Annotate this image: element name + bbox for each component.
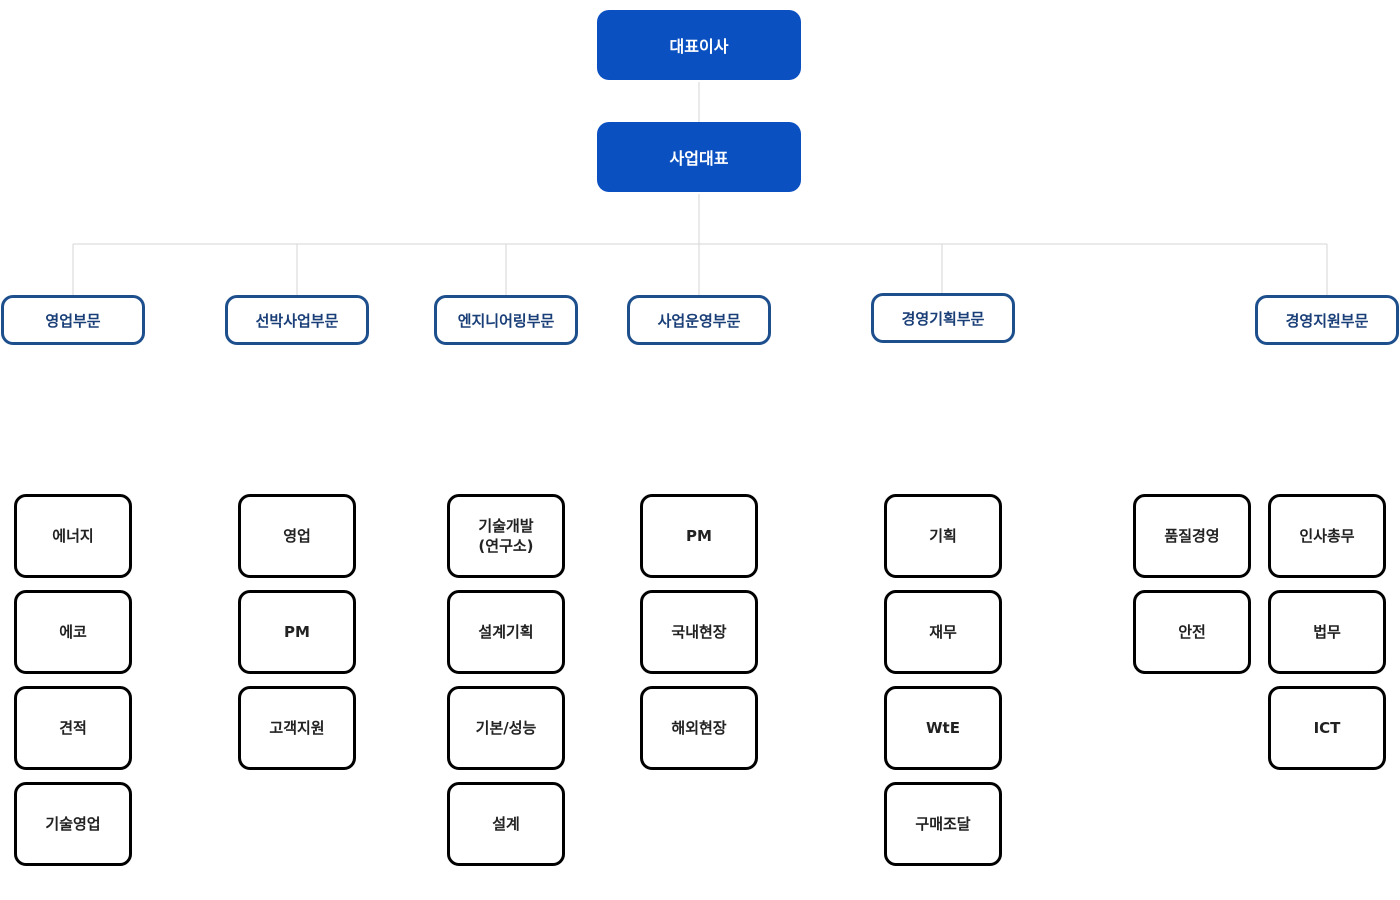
ceo-box: 대표이사	[597, 10, 801, 80]
team-label: 영업	[283, 526, 311, 545]
division-label: 경영지원부문	[1285, 311, 1369, 330]
team-label: 설계기획	[478, 622, 534, 641]
team-box: 기술영업	[14, 782, 132, 866]
team-label: 인사총무	[1299, 526, 1355, 545]
team-label: PM	[284, 622, 310, 641]
team-box: 에너지	[14, 494, 132, 578]
team-label: ICT	[1313, 718, 1341, 737]
team-label: 기술개발 (연구소)	[478, 516, 534, 555]
team-label: 기본/성능	[475, 718, 537, 737]
team-box: 기본/성능	[447, 686, 565, 770]
team-label: 재무	[929, 622, 957, 641]
team-box: 고객지원	[238, 686, 356, 770]
ceo-label: 대표이사	[669, 37, 729, 56]
division-management-support: 경영지원부문	[1255, 295, 1399, 345]
team-box: 영업	[238, 494, 356, 578]
team-box: 에코	[14, 590, 132, 674]
team-box: PM	[238, 590, 356, 674]
division-label: 엔지니어링부문	[457, 311, 555, 330]
team-label: 해외현장	[671, 718, 727, 737]
team-box: 법무	[1268, 590, 1386, 674]
team-label: 기술영업	[45, 814, 101, 833]
team-box: PM	[640, 494, 758, 578]
team-box: 재무	[884, 590, 1002, 674]
team-label: 에코	[59, 622, 87, 641]
division-engineering: 엔지니어링부문	[434, 295, 578, 345]
team-label: 고객지원	[269, 718, 325, 737]
team-label: 설계	[492, 814, 520, 833]
team-box: 국내현장	[640, 590, 758, 674]
team-box: 기획	[884, 494, 1002, 578]
division-label: 영업부문	[45, 311, 101, 330]
team-label: 국내현장	[671, 622, 727, 641]
team-box: 기술개발 (연구소)	[447, 494, 565, 578]
team-box: 설계	[447, 782, 565, 866]
team-label: 법무	[1313, 622, 1341, 641]
team-label: WtE	[926, 718, 960, 737]
team-label: 에너지	[52, 526, 94, 545]
division-label: 경영기획부문	[901, 309, 985, 328]
team-box: 안전	[1133, 590, 1251, 674]
division-ship-business: 선박사업부문	[225, 295, 369, 345]
team-box: 인사총무	[1268, 494, 1386, 578]
team-label: PM	[686, 526, 712, 545]
team-box: ICT	[1268, 686, 1386, 770]
division-business-operations: 사업운영부문	[627, 295, 771, 345]
team-box: 해외현장	[640, 686, 758, 770]
business-rep-box: 사업대표	[597, 122, 801, 192]
team-label: 구매조달	[915, 814, 971, 833]
division-label: 선박사업부문	[255, 311, 339, 330]
division-management-planning: 경영기획부문	[871, 293, 1015, 343]
team-label: 안전	[1178, 622, 1206, 641]
team-box: 구매조달	[884, 782, 1002, 866]
division-sales: 영업부문	[1, 295, 145, 345]
business-rep-label: 사업대표	[669, 149, 729, 168]
team-label: 견적	[59, 718, 87, 737]
team-box: 설계기획	[447, 590, 565, 674]
team-label: 기획	[929, 526, 957, 545]
team-box: WtE	[884, 686, 1002, 770]
team-box: 품질경영	[1133, 494, 1251, 578]
team-label: 품질경영	[1164, 526, 1220, 545]
team-box: 견적	[14, 686, 132, 770]
division-label: 사업운영부문	[657, 311, 741, 330]
